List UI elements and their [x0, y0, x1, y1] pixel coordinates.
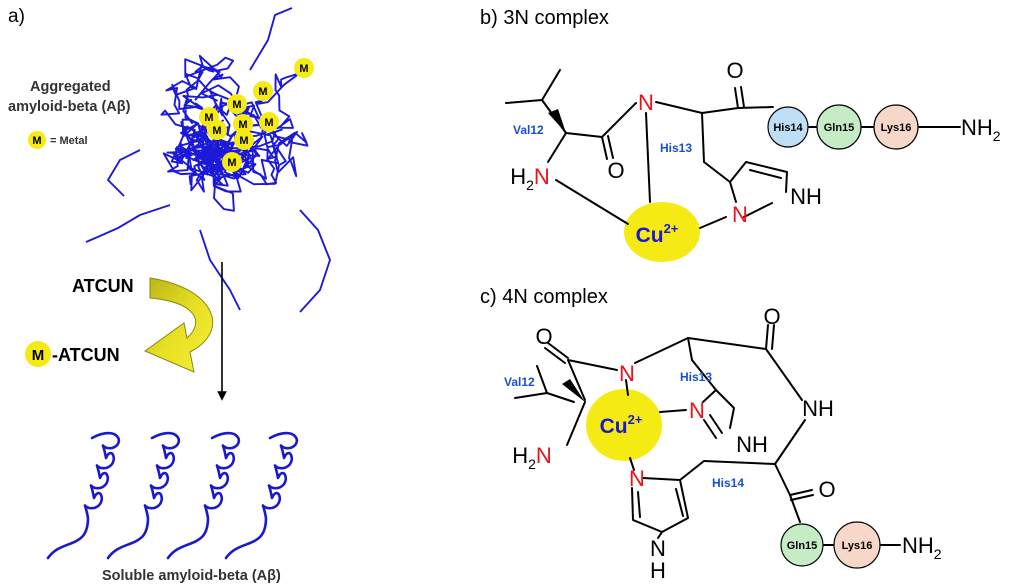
h2n-4n: H2N — [512, 443, 552, 472]
soluble-coil — [224, 431, 299, 560]
metal-legend-icon-symbol: M — [32, 135, 41, 147]
imidazole-nh-his13-4n: NH — [736, 432, 768, 457]
aggregated-label-line1: Aggregated — [30, 79, 111, 95]
metal-legend-label: = Metal — [50, 135, 88, 147]
panel-b: b) 3N complex — [480, 7, 1001, 262]
atcun-curved-arrow — [143, 277, 214, 373]
metal-legend-icon — [28, 131, 46, 149]
imidazole-n-3n: N — [732, 202, 748, 227]
panel-b-label: b) 3N complex — [480, 7, 609, 29]
metal-bead-symbol: M — [299, 63, 308, 75]
aggregated-label-line2: amyloid-beta (Aβ) — [8, 99, 131, 115]
carbonyl-o3-4n: O — [818, 477, 835, 502]
imidazole-n-his13-4n: N — [689, 398, 705, 423]
nh2-terminus-3n: NH2 — [961, 115, 1001, 144]
m-atcun-product-label: -ATCUN — [52, 345, 120, 365]
carbonyl-o2-4n: O — [763, 304, 780, 329]
metal-bead-symbol: M — [239, 135, 248, 147]
aggregated-amyloid-tangle — [85, 7, 331, 313]
amide-n-3n: N — [638, 90, 654, 115]
soluble-coil — [106, 431, 181, 560]
metal-bead — [294, 58, 314, 78]
carbonyl-o2-3n: O — [726, 58, 743, 83]
metal-bead — [259, 112, 279, 132]
metal-bead-symbol: M — [258, 86, 267, 98]
m-atcun-product-icon — [25, 341, 51, 367]
soluble-label: Soluble amyloid-beta (Aβ) — [102, 568, 281, 584]
panel-c-label: c) 4N complex — [480, 286, 608, 308]
soluble-coil — [46, 431, 121, 560]
nh2-terminus-4n: NH2 — [902, 533, 942, 562]
his14-bubble-3n — [767, 106, 809, 148]
metal-bead — [253, 81, 273, 101]
atcun-reagent-label: ATCUN — [72, 276, 134, 296]
wedge-bond-3n — [548, 109, 566, 133]
bonds-3n — [505, 69, 961, 229]
metal-bead-symbol: M — [227, 157, 236, 169]
his13-label-4n: His13 — [680, 370, 712, 384]
imidazole-h-lower-4n: H — [650, 558, 666, 583]
metal-bead-symbol: M — [204, 112, 213, 124]
soluble-coil — [166, 431, 241, 560]
soluble-amyloid-coils — [46, 431, 299, 560]
h2n-3n: H2N — [510, 164, 550, 193]
m-atcun-product-icon-symbol: M — [32, 347, 45, 364]
amide-n-4n: N — [619, 361, 635, 386]
his14-label-4n: His14 — [712, 476, 744, 490]
gln15-bubble-4n — [780, 523, 824, 567]
wedge-bond-4n — [562, 379, 585, 402]
metal-bead — [207, 120, 227, 140]
bonds-4n — [514, 324, 901, 546]
lys16-label-4n: Lys16 — [842, 540, 873, 552]
his14-label-3n: His14 — [773, 122, 803, 134]
metal-bead-symbol: M — [232, 99, 241, 111]
his13-label-3n: His13 — [660, 141, 692, 155]
lys16-bubble-3n — [873, 104, 919, 150]
metal-bead-symbol: M — [238, 119, 247, 131]
gln15-bubble-3n — [816, 104, 862, 150]
carbonyl-o1-4n: O — [535, 324, 552, 349]
imidazole-n-lower-4n: N — [650, 536, 666, 561]
metal-bead — [234, 130, 254, 150]
amide-nh-4n: NH — [802, 396, 834, 421]
copper-label-4n: Cu2+ — [600, 412, 643, 438]
metal-bead — [233, 114, 253, 134]
imidazole-nh-3n: NH — [790, 184, 822, 209]
panel-c: c) 4N complex — [480, 286, 942, 583]
carbonyl-o1-3n: O — [607, 158, 624, 183]
lys16-label-3n: Lys16 — [881, 122, 912, 134]
metal-bead — [227, 94, 247, 114]
val12-label-3n: Val12 — [513, 123, 544, 137]
gln15-label-3n: Gln15 — [824, 122, 855, 134]
imidazole-n-his14-4n: N — [629, 466, 645, 491]
lys16-bubble-4n — [833, 521, 881, 569]
metal-bead-symbol: M — [264, 117, 273, 129]
metal-bead-symbol: M — [212, 125, 221, 137]
gln15-label-4n: Gln15 — [787, 540, 818, 552]
copper-ion-3n — [624, 202, 700, 262]
metal-bead — [222, 152, 242, 172]
panel-a-label: a) — [8, 6, 25, 27]
val12-label-4n: Val12 — [504, 375, 535, 389]
copper-label-3n: Cu2+ — [636, 221, 679, 247]
copper-ion-4n — [586, 389, 662, 461]
